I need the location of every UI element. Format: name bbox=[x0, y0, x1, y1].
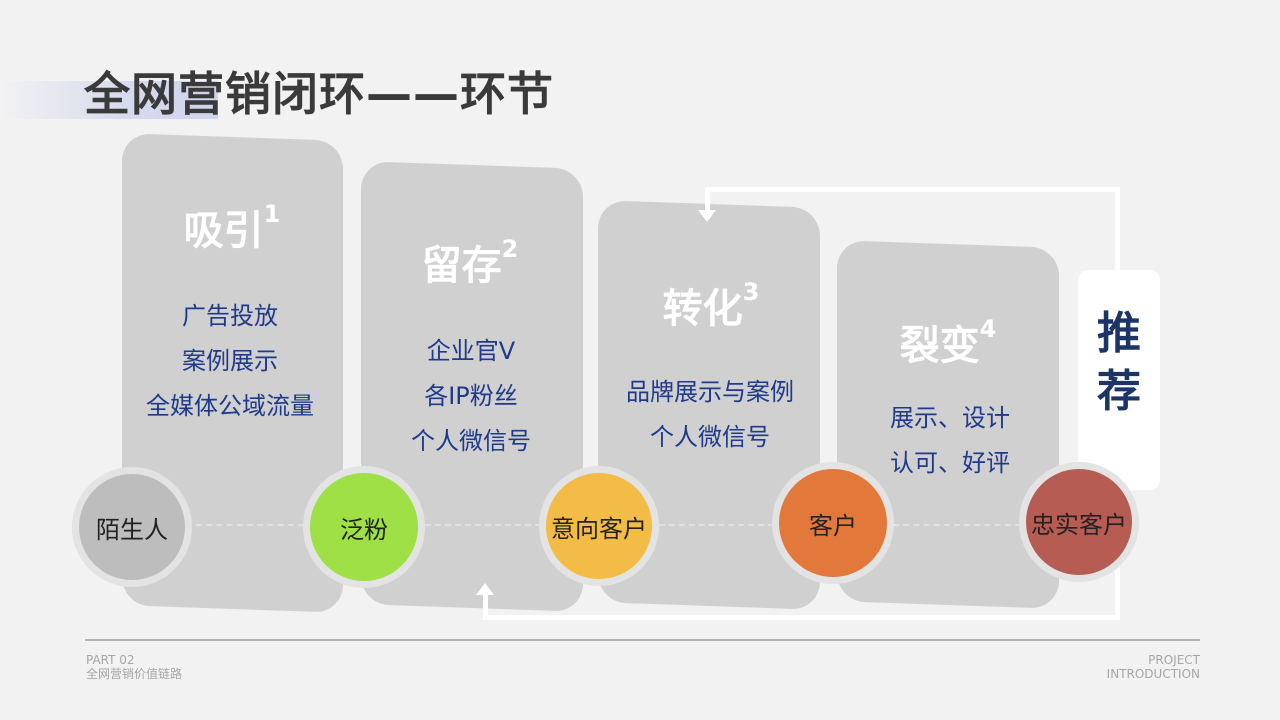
stage-item: 展示、设计 bbox=[890, 404, 1010, 432]
stage-item: 广告投放 bbox=[182, 302, 278, 330]
dashed-connector bbox=[893, 524, 1021, 526]
loop-line-bottom bbox=[483, 615, 1120, 620]
stage-items-convert: 品牌展示与案例 个人微信号 bbox=[626, 370, 794, 460]
recommend-box bbox=[1078, 270, 1160, 490]
recommend-label: 推荐 bbox=[1097, 308, 1141, 417]
stage-name: 转化 bbox=[662, 286, 743, 332]
page-title: 全网营销闭环——环节 bbox=[84, 67, 554, 121]
stage-items-attract: 广告投放 案例展示 全媒体公域流量 bbox=[146, 294, 314, 429]
node-label: 忠实客户 bbox=[1031, 510, 1127, 539]
footer-part: PART 02 bbox=[86, 653, 135, 667]
stage-item: 全媒体公域流量 bbox=[146, 392, 314, 420]
node-label: 陌生人 bbox=[96, 515, 168, 544]
stage-items-fission: 展示、设计 认可、好评 bbox=[890, 396, 1010, 486]
stage-item: 企业官V bbox=[426, 337, 516, 365]
stage-number: 4 bbox=[979, 315, 997, 343]
stage-title-convert: 转化3 bbox=[663, 276, 760, 334]
stage-item: 品牌展示与案例 bbox=[626, 378, 794, 406]
footer-divider bbox=[85, 639, 1200, 641]
node-label: 泛粉 bbox=[340, 515, 388, 544]
loop-line-top bbox=[705, 187, 1120, 192]
dashed-connector bbox=[425, 524, 541, 526]
stage-number: 2 bbox=[501, 235, 519, 263]
stage-name: 裂变 bbox=[899, 323, 980, 369]
node-loyal-customer: 忠实客户 bbox=[1026, 469, 1132, 575]
dashed-connector bbox=[196, 524, 304, 526]
stage-item: 各IP粉丝 bbox=[424, 382, 518, 410]
stage-name: 留存 bbox=[421, 243, 502, 289]
node-customer: 客户 bbox=[779, 469, 887, 577]
footer-right: PROJECT INTRODUCTION bbox=[1107, 653, 1200, 681]
node-label: 客户 bbox=[809, 511, 857, 540]
stage-item: 个人微信号 bbox=[411, 427, 531, 455]
loop-line-left-down bbox=[705, 187, 710, 211]
footer-project: PROJECT bbox=[1148, 653, 1200, 667]
node-general-fans: 泛粉 bbox=[310, 473, 418, 581]
node-label: 意向客户 bbox=[551, 514, 647, 543]
stage-number: 1 bbox=[263, 200, 281, 228]
stage-title-attract: 吸引1 bbox=[184, 198, 281, 256]
stage-title-retain: 留存2 bbox=[422, 233, 519, 291]
dashed-connector bbox=[659, 524, 774, 526]
stage-items-retain: 企业官V 各IP粉丝 个人微信号 bbox=[411, 329, 531, 464]
footer-subtitle: 全网营销价值链路 bbox=[86, 667, 183, 681]
stage-item: 认可、好评 bbox=[890, 449, 1010, 477]
stage-name: 吸引 bbox=[183, 208, 264, 254]
node-prospect: 意向客户 bbox=[546, 473, 652, 579]
arrow-down-icon bbox=[698, 210, 716, 222]
footer-left: PART 02 全网营销价值链路 bbox=[86, 653, 182, 681]
stage-item: 案例展示 bbox=[182, 347, 278, 375]
stage-number: 3 bbox=[742, 278, 760, 306]
footer-introduction: INTRODUCTION bbox=[1106, 667, 1200, 681]
loop-line-left-up bbox=[483, 594, 488, 620]
stage-title-fission: 裂变4 bbox=[900, 313, 997, 371]
title-accent-bar bbox=[0, 81, 218, 119]
node-stranger: 陌生人 bbox=[79, 474, 185, 580]
stage-item: 个人微信号 bbox=[650, 423, 770, 451]
arrow-up-icon bbox=[476, 583, 494, 595]
